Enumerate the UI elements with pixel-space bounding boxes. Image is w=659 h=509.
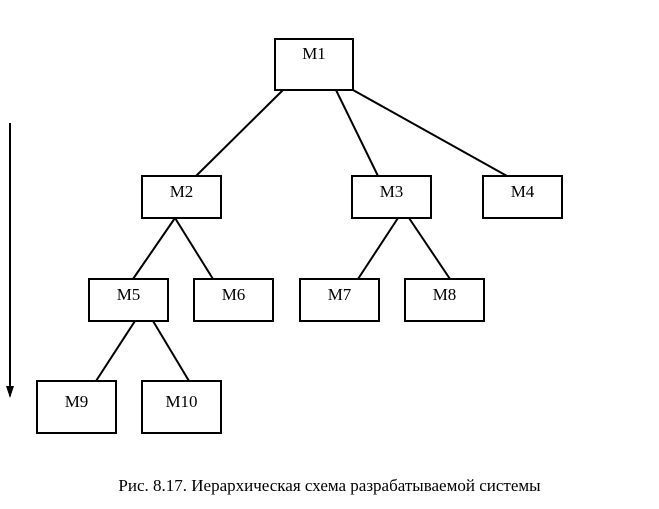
edge-m2-m5 [132, 217, 176, 280]
node-label: M9 [65, 392, 89, 411]
node-box [141, 175, 222, 219]
node-m4: M4 [482, 175, 563, 219]
edges-layer [95, 89, 508, 382]
node-m2: M2 [141, 175, 222, 219]
level-arrow-head [6, 386, 14, 398]
edge-m1-m3 [335, 89, 379, 177]
node-box [299, 278, 380, 322]
node-box [351, 175, 432, 219]
edge-m3-m8 [408, 217, 451, 280]
edge-m3-m7 [357, 217, 399, 280]
node-box [404, 278, 485, 322]
node-m3: M3 [351, 175, 432, 219]
node-m6: M6 [193, 278, 274, 322]
edge-m1-m4 [352, 89, 508, 177]
node-m7: M7 [299, 278, 380, 322]
node-label: M2 [170, 182, 194, 201]
node-label: M1 [302, 44, 326, 63]
edge-m2-m6 [174, 217, 214, 280]
edge-m5-m9 [95, 320, 136, 382]
node-label: M7 [328, 285, 352, 304]
node-label: M4 [511, 182, 535, 201]
node-box [88, 278, 169, 322]
node-m5: M5 [88, 278, 169, 322]
node-m1: M1 [274, 38, 354, 91]
edge-m1-m2 [195, 89, 284, 177]
node-box [193, 278, 274, 322]
node-box [36, 380, 117, 434]
node-box [274, 38, 354, 91]
node-m9: M9 [36, 380, 117, 434]
node-label: M8 [433, 285, 457, 304]
node-label: M6 [222, 285, 246, 304]
node-box [141, 380, 222, 434]
figure-caption: Рис. 8.17. Иерархическая схема разрабаты… [118, 476, 541, 495]
node-label: M10 [165, 392, 197, 411]
node-label: M5 [117, 285, 141, 304]
node-m10: M10 [141, 380, 222, 434]
node-box [482, 175, 563, 219]
node-label: M3 [380, 182, 404, 201]
edge-m5-m10 [152, 320, 190, 382]
node-m8: M8 [404, 278, 485, 322]
